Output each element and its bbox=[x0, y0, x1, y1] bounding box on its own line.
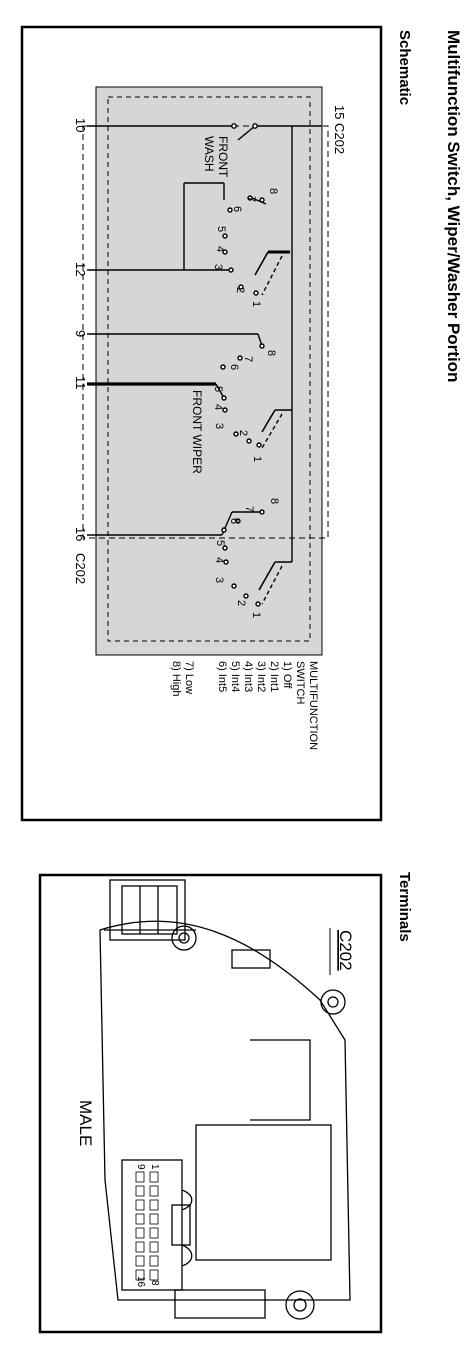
contact-number: 1 bbox=[250, 301, 262, 307]
contact-number: 3 bbox=[212, 264, 224, 270]
contact-number: 8 bbox=[267, 188, 279, 194]
schematic-panel: C202 15 10 12 9 11 16 C202 FRONT WASH FR… bbox=[20, 25, 383, 822]
contact-number: 3 bbox=[213, 423, 225, 429]
contact-number: 1 bbox=[251, 456, 263, 462]
contact-number: 4 bbox=[214, 246, 226, 252]
connector-c202-top-label: C202 bbox=[332, 123, 347, 154]
contact-number: 4 bbox=[213, 557, 225, 563]
legend-item: 3) Int2 bbox=[255, 661, 267, 692]
pin-12-label: 12 bbox=[73, 262, 88, 276]
contact-number: 8 bbox=[268, 498, 280, 504]
pin-label-8: 8 bbox=[149, 1280, 160, 1286]
pin-11-label: 11 bbox=[73, 376, 88, 390]
contact-number: 5 bbox=[212, 386, 224, 392]
legend-item: 1) Off bbox=[281, 661, 293, 689]
middle-switch-section bbox=[87, 333, 283, 449]
contact-number: 7 bbox=[242, 356, 254, 362]
pin-label-9: 9 bbox=[135, 1164, 146, 1170]
front-wiper-label: FRONT WIPER bbox=[190, 390, 204, 474]
legend-item: 5) Int4 bbox=[229, 661, 241, 692]
terminals-heading: Terminals bbox=[396, 872, 413, 942]
legend-title-line1: MULTIFUNCTION bbox=[307, 661, 319, 750]
switch-position-legend: MULTIFUNCTION SWITCH 1) Off 2) Int1 3) I… bbox=[170, 661, 319, 750]
pin-15-label: 15 bbox=[332, 105, 347, 119]
contact-number: 7 bbox=[243, 506, 255, 512]
legend-item: 4) Int3 bbox=[242, 661, 254, 692]
contact-number: 4 bbox=[212, 404, 224, 410]
switch-inner-boundary bbox=[107, 96, 311, 642]
contact-number: 2 bbox=[237, 430, 249, 436]
front-wash-label-line2: WASH bbox=[202, 136, 216, 172]
legend-item: 8) High bbox=[170, 661, 182, 696]
terminals-panel: 1 9 8 16 C202 MALE bbox=[38, 873, 383, 1334]
front-wash-label-line1: FRONT bbox=[216, 136, 230, 178]
contact-number: 6 bbox=[231, 206, 243, 212]
contact-number: 5 bbox=[214, 540, 226, 546]
legend-item: 2) Int1 bbox=[268, 661, 280, 692]
connector-c202-bottom-label: C202 bbox=[73, 553, 88, 584]
contact-number: 2 bbox=[234, 287, 246, 293]
pin-9-label: 9 bbox=[73, 330, 88, 337]
contact-number: 7 bbox=[245, 196, 257, 202]
contact-number: 8 bbox=[265, 350, 277, 356]
front-wash-switch bbox=[87, 123, 258, 141]
contact-number: 6 bbox=[228, 364, 240, 370]
pin-15-circuit bbox=[255, 125, 322, 563]
legend-title-line2: SWITCH bbox=[294, 661, 306, 704]
pin-label-1: 1 bbox=[149, 1164, 160, 1170]
connector-c202-drawing bbox=[99, 879, 351, 1320]
contact-number: 1 bbox=[250, 612, 262, 618]
terminal-pin-grid bbox=[135, 1171, 159, 1281]
contact-number: 5 bbox=[215, 226, 227, 232]
legend-item: 6) Int5 bbox=[216, 661, 228, 692]
contact-number: 3 bbox=[213, 577, 225, 583]
lower-switch-section bbox=[87, 509, 283, 607]
page-title: Multifunction Switch, Wiper/Washer Porti… bbox=[444, 30, 463, 382]
contact-number: 2 bbox=[235, 600, 247, 606]
legend-item: 7) Low bbox=[183, 661, 195, 694]
pin-10-label: 10 bbox=[73, 118, 88, 132]
switch-body bbox=[95, 86, 323, 656]
upper-switch-section bbox=[87, 182, 290, 296]
contact-number: 6 bbox=[228, 518, 240, 524]
terminals-connector-label: C202 bbox=[336, 930, 355, 971]
pin-16-label: 16 bbox=[73, 527, 88, 541]
schematic-heading: Schematic bbox=[396, 30, 413, 105]
gender-label: MALE bbox=[76, 1100, 95, 1146]
pin-label-16: 16 bbox=[135, 1276, 146, 1288]
